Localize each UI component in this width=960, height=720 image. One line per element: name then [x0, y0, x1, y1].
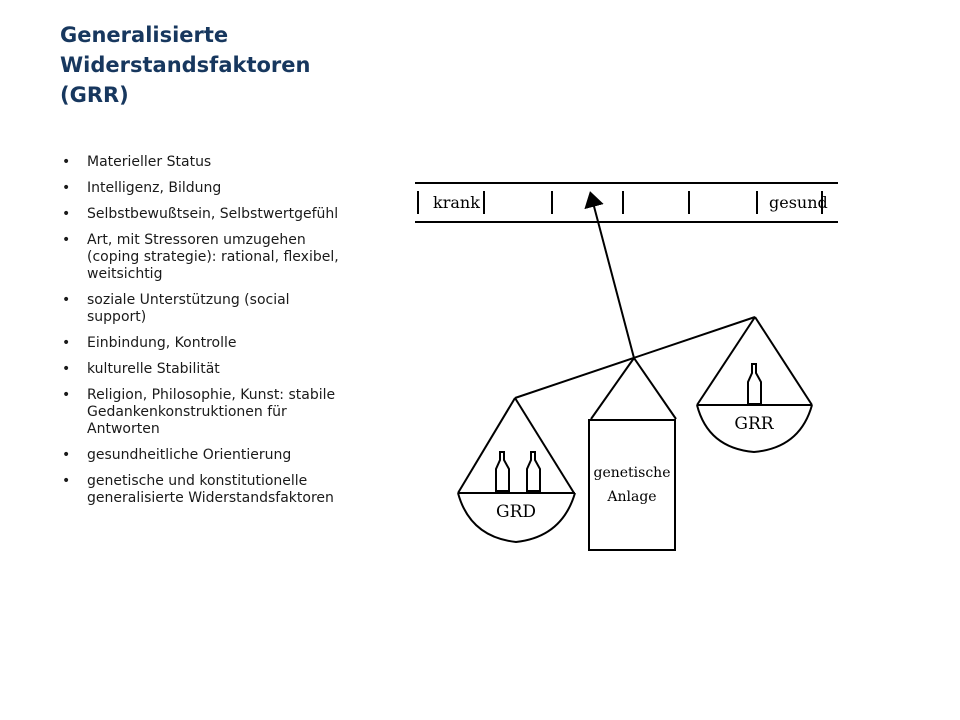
title-line-3: (GRR) — [60, 83, 129, 107]
bullet-item: Intelligenz, Bildung — [62, 180, 347, 197]
balance-beam — [514, 316, 756, 399]
bullet-item: Religion, Philosophie, Kunst: stabile Ge… — [62, 387, 347, 438]
left-pan: GRD — [457, 397, 576, 544]
right-pan-label: GRR — [734, 414, 774, 434]
balance-diagram: krank gesund genetische Anlage GRD — [415, 182, 838, 551]
bullet-item: Materieller Status — [62, 154, 347, 171]
left-pan-label: GRD — [496, 502, 536, 522]
center-box-label-line1: genetische — [594, 465, 671, 481]
bullet-item: soziale Unterstützung (social support) — [62, 292, 347, 326]
bottle-icon — [526, 451, 541, 492]
scale-label-gesund: gesund — [769, 193, 828, 212]
bottle-icon — [747, 363, 762, 405]
fulcrum: genetische Anlage — [588, 357, 677, 551]
title-line-1: Generalisierte — [60, 23, 229, 47]
center-box-label-line2: Anlage — [606, 489, 656, 505]
bullet-item: genetische und konstitutionelle generali… — [62, 473, 347, 507]
bullet-item: gesundheitliche Orientierung — [62, 447, 347, 464]
pointer-arrow — [584, 191, 635, 359]
bullet-item: Art, mit Stressoren umzugehen (coping st… — [62, 232, 347, 283]
bullet-item: kulturelle Stabilität — [62, 361, 347, 378]
slide-title: Generalisierte Widerstandsfaktoren (GRR) — [60, 20, 400, 110]
bottle-icon — [495, 451, 510, 492]
health-scale: krank gesund — [415, 182, 838, 223]
right-pan: GRR — [696, 316, 813, 454]
bullet-item: Selbstbewußtsein, Selbstwertgefühl — [62, 206, 347, 223]
bullet-list: Materieller Status Intelligenz, Bildung … — [62, 154, 347, 516]
title-line-2: Widerstandsfaktoren — [60, 53, 311, 77]
scale-label-krank: krank — [433, 193, 480, 212]
bullet-item: Einbindung, Kontrolle — [62, 335, 347, 352]
